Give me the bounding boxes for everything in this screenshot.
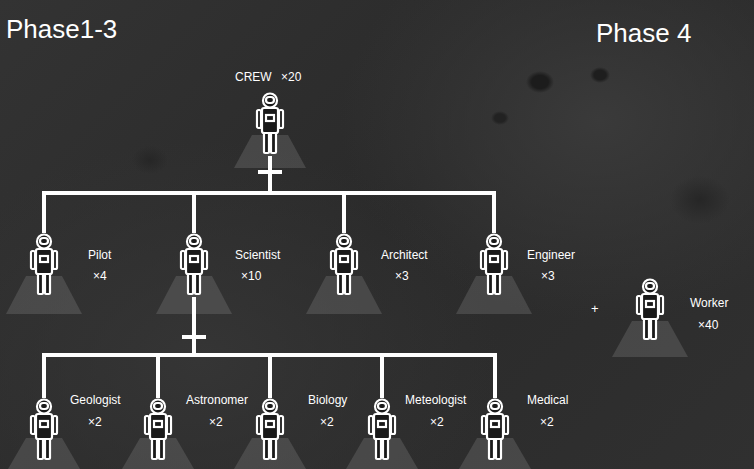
crew-member: Pilot×4: [29, 233, 59, 297]
role-count: ×3: [541, 270, 555, 282]
role-name: Meteologist: [405, 394, 466, 406]
astronaut-icon: [179, 233, 209, 297]
astronaut-icon: [479, 233, 509, 297]
role-name: Biology: [308, 394, 347, 406]
crew-member: Scientist×10: [179, 233, 209, 297]
role-count: ×2: [430, 416, 444, 428]
plus-sign: +: [591, 302, 599, 315]
role-name: Pilot: [88, 249, 111, 261]
role-count: ×2: [88, 416, 102, 428]
role-count: ×20: [281, 71, 301, 83]
pedestal-shadows: [6, 135, 688, 469]
role-name: Geologist: [70, 394, 121, 406]
astronaut-icon: [367, 398, 397, 462]
tree-connector: [44, 297, 194, 398]
role-name: Engineer: [527, 249, 575, 261]
crew-member: Worker×40: [635, 278, 665, 342]
role-count: ×10: [241, 270, 261, 282]
role-count: ×40: [698, 319, 718, 331]
astronaut-icon: [29, 398, 59, 462]
crew-member: Medical×2: [480, 398, 510, 462]
crew-member: Astronomer×2: [143, 398, 173, 462]
role-name: Architect: [381, 249, 428, 261]
astronaut-icon: [255, 92, 285, 156]
astronaut-icon: [255, 398, 285, 462]
astronaut-icon: [143, 398, 173, 462]
crew-member: Biology×2: [255, 398, 285, 462]
tree-connector: [270, 156, 494, 233]
crew-member: Engineer×3: [479, 233, 509, 297]
tree-connector: [194, 297, 495, 398]
tree-connector: [194, 156, 270, 233]
phase-heading: Phase 4: [596, 20, 691, 46]
role-name: CREW: [235, 71, 272, 83]
tree-connector: [44, 156, 270, 233]
role-count: ×2: [540, 416, 554, 428]
crew-member: Architect×3: [329, 233, 359, 297]
tree-connector: [194, 297, 270, 398]
crew-member: Geologist×2: [29, 398, 59, 462]
role-name: Astronomer: [186, 394, 248, 406]
astronaut-icon: [329, 233, 359, 297]
tree-connector: [158, 297, 194, 398]
role-count: ×3: [395, 270, 409, 282]
role-count: ×2: [320, 416, 334, 428]
role-name: Medical: [527, 394, 568, 406]
role-name: Scientist: [235, 249, 280, 261]
astronaut-icon: [635, 278, 665, 342]
astronaut-icon: [480, 398, 510, 462]
role-count: ×4: [93, 270, 107, 282]
crew-member: Meteologist×2: [367, 398, 397, 462]
astronaut-icon: [29, 233, 59, 297]
tree-connector: [194, 297, 382, 398]
role-count: ×2: [209, 416, 223, 428]
crew-member: CREW×20: [255, 92, 285, 156]
role-name: Worker: [690, 297, 728, 309]
tree-caps: [182, 172, 282, 337]
phase-heading: Phase1-3: [6, 16, 117, 42]
